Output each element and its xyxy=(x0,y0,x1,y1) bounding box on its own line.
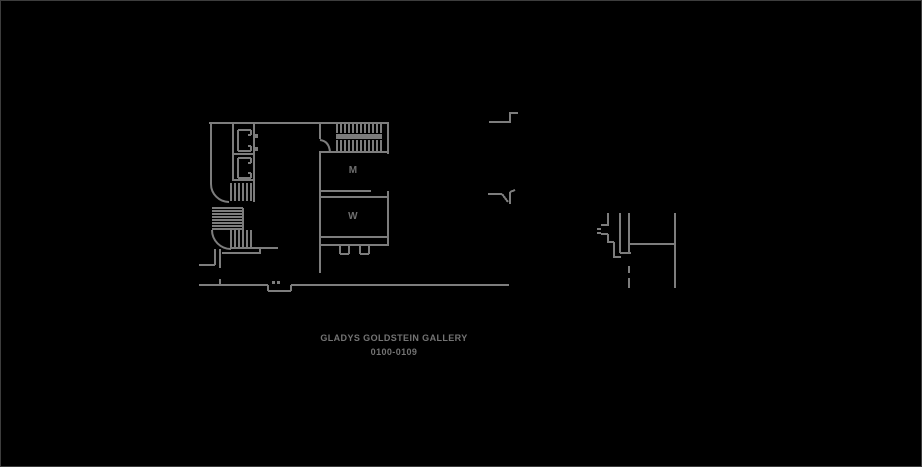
outer-walls xyxy=(209,122,389,273)
plan-mark xyxy=(254,134,258,138)
plan-path xyxy=(210,183,230,203)
gallery-name: GLADYS GOLDSTEIN GALLERY xyxy=(320,333,468,343)
corner-marks xyxy=(488,112,518,204)
plan-mark xyxy=(597,228,601,230)
right-wall-structure xyxy=(597,213,676,288)
room-label-women: W xyxy=(348,211,358,222)
room-label-men: M xyxy=(348,165,358,176)
restrooms xyxy=(319,151,389,255)
top-stair xyxy=(319,124,382,153)
room-number-range: 0100-0109 xyxy=(370,347,418,357)
baseline xyxy=(199,279,509,292)
plan-path xyxy=(211,229,232,250)
plan-path xyxy=(489,112,518,123)
plan-mark xyxy=(272,281,275,284)
plan-line xyxy=(509,189,516,193)
stairs-left xyxy=(199,179,278,268)
elevator-bank xyxy=(232,123,258,181)
plan-line xyxy=(501,193,509,203)
plan-mark xyxy=(277,281,280,284)
plan-caption: GLADYS GOLDSTEIN GALLERY 0100-0109 xyxy=(294,331,494,359)
plan-mark xyxy=(254,147,258,151)
plan-path xyxy=(319,139,331,153)
plan-mark xyxy=(336,134,382,139)
plan-mark xyxy=(597,232,601,234)
